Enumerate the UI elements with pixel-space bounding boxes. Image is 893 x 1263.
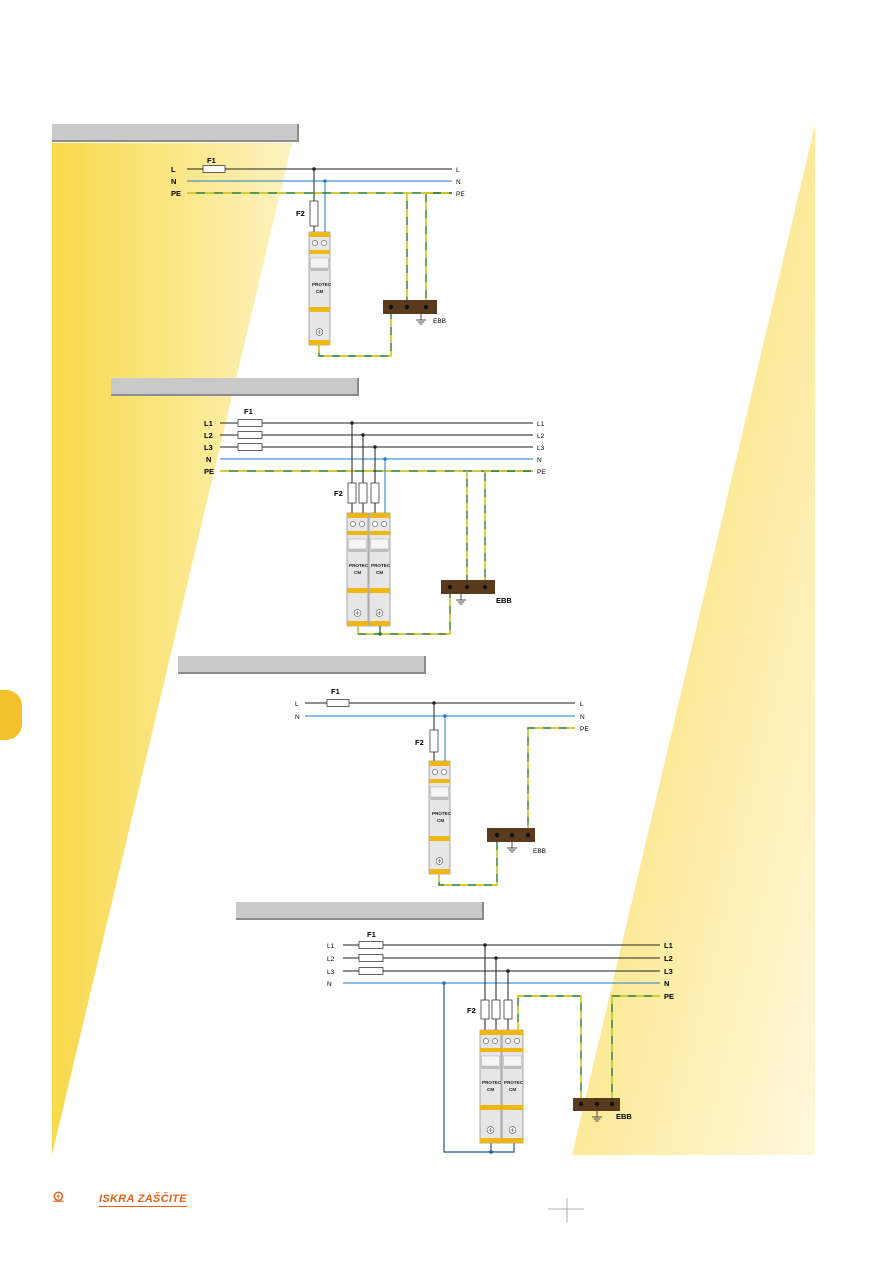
d2-spd2-text-2: CM bbox=[376, 570, 383, 575]
diagram-2 bbox=[220, 419, 533, 636]
d2-label-l3: L3 bbox=[204, 443, 213, 452]
d1-label-f1: F1 bbox=[207, 156, 216, 165]
side-tab bbox=[0, 690, 22, 740]
d3-label-pe-right: PE bbox=[580, 726, 589, 733]
d4-label-n: N bbox=[327, 981, 332, 988]
d1-label-ebb: EBB bbox=[433, 318, 446, 325]
d4-label-ebb: EBB bbox=[616, 1112, 632, 1121]
d4-spd2-text-1: PROTEC bbox=[504, 1080, 524, 1085]
d1-label-l-right: L bbox=[456, 167, 460, 174]
brand-name: ISKRA ZAŠČITE bbox=[99, 1193, 187, 1207]
section-header-bar-2 bbox=[111, 378, 359, 396]
d1-label-f2: F2 bbox=[296, 209, 305, 218]
d2-label-l1: L1 bbox=[204, 419, 213, 428]
d1-spd-text-1: PROTEC bbox=[312, 282, 332, 287]
d3-label-n-right: N bbox=[580, 714, 585, 721]
d3-label-ebb: EBB bbox=[533, 848, 546, 855]
d4-label-l2-right: L2 bbox=[664, 954, 673, 963]
section-header-bar-4 bbox=[236, 902, 484, 920]
busbar-ebb bbox=[383, 300, 437, 314]
d1-label-l: L bbox=[171, 165, 176, 174]
d2-label-n: N bbox=[206, 455, 211, 464]
section-header-bar-3 bbox=[178, 656, 426, 674]
d4-label-l1-right: L1 bbox=[664, 941, 673, 950]
section-header-bar-1 bbox=[52, 124, 299, 142]
d3-label-f1: F1 bbox=[331, 687, 340, 696]
d1-label-pe-right: PE bbox=[456, 191, 465, 198]
d3-label-n: N bbox=[295, 714, 300, 721]
fuse-f1 bbox=[202, 165, 226, 173]
d2-label-l2: L2 bbox=[204, 431, 213, 440]
d4-label-l3: L3 bbox=[327, 969, 335, 976]
d2-label-pe-right: PE bbox=[537, 469, 546, 476]
d4-label-pe-right: PE bbox=[664, 992, 674, 1001]
d3-label-f2: F2 bbox=[415, 738, 424, 747]
d4-label-l2: L2 bbox=[327, 956, 335, 963]
d4-spd1-text-1: PROTEC bbox=[482, 1080, 502, 1085]
d4-spd2-text-2: CM bbox=[509, 1087, 516, 1092]
d4-label-l3-right: L3 bbox=[664, 967, 673, 976]
diagram-1 bbox=[187, 165, 452, 357]
d2-label-f2: F2 bbox=[334, 489, 343, 498]
d2-label-n-right: N bbox=[537, 457, 542, 464]
d2-label-pe: PE bbox=[204, 467, 214, 476]
d2-label-f1: F1 bbox=[244, 407, 253, 416]
fuse-f2 bbox=[309, 200, 319, 227]
d2-label-l2-right: L2 bbox=[537, 433, 545, 440]
d2-label-l3-right: L3 bbox=[537, 445, 545, 452]
d3-label-l: L bbox=[295, 701, 299, 708]
d4-spd1-text-2: CM bbox=[487, 1087, 494, 1092]
d3-spd-text-2: CM bbox=[437, 818, 444, 823]
d4-label-n-right: N bbox=[664, 979, 669, 988]
d2-label-ebb: EBB bbox=[496, 596, 512, 605]
d1-spd-text-2: CM bbox=[316, 289, 323, 294]
d4-label-f2: F2 bbox=[467, 1006, 476, 1015]
d1-label-pe: PE bbox=[171, 189, 181, 198]
d2-spd1-text-1: PROTEC bbox=[349, 563, 369, 568]
d3-label-l-right: L bbox=[580, 701, 584, 708]
d4-label-f1: F1 bbox=[367, 930, 376, 939]
crop-mark bbox=[548, 1198, 584, 1222]
d1-label-n: N bbox=[171, 177, 176, 186]
d3-spd-text-1: PROTEC bbox=[432, 811, 452, 816]
lightning-circle-icon bbox=[53, 1191, 64, 1202]
d4-label-l1: L1 bbox=[327, 943, 335, 950]
diagram-3 bbox=[305, 699, 575, 886]
diagram-4 bbox=[343, 941, 660, 1154]
d2-spd2-text-1: PROTEC bbox=[371, 563, 391, 568]
d2-label-l1-right: L1 bbox=[537, 421, 545, 428]
d1-label-n-right: N bbox=[456, 179, 461, 186]
d2-spd1-text-2: CM bbox=[354, 570, 361, 575]
